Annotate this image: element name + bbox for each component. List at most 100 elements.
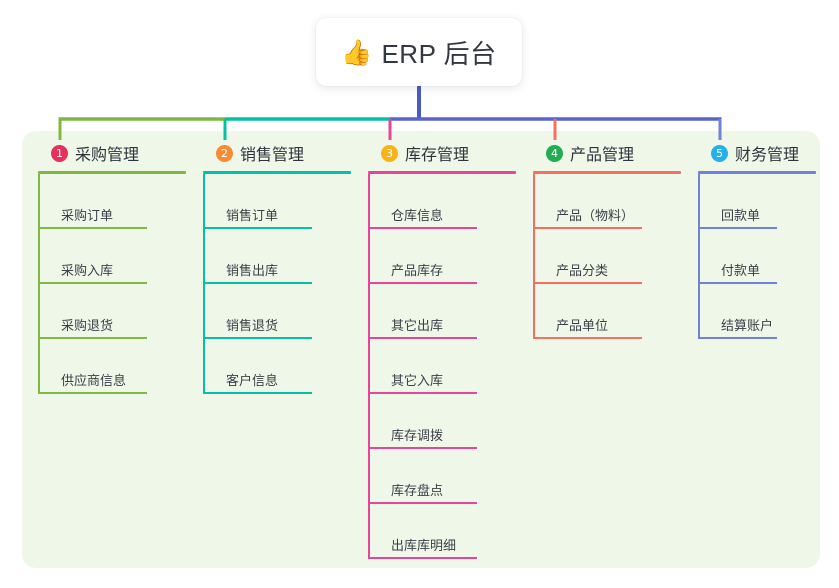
module-submenu: 仓库信息产品库存其它出库其它入库库存调拨库存盘点出库库明细: [368, 174, 516, 559]
submenu-rail: [698, 174, 700, 339]
submenu-item[interactable]: 销售订单: [204, 174, 351, 229]
submenu-item-label: 客户信息: [226, 373, 279, 388]
submenu-item-underline: [369, 337, 477, 339]
submenu-rail: [38, 174, 40, 394]
submenu-item-label: 仓库信息: [391, 208, 444, 223]
submenu-item[interactable]: 客户信息: [204, 339, 351, 394]
submenu-item[interactable]: 销售退货: [204, 284, 351, 339]
module-header-4[interactable]: 4 产品管理: [533, 140, 681, 166]
module-header-2[interactable]: 2 销售管理: [203, 140, 351, 166]
submenu-item-label: 出库库明细: [391, 538, 457, 553]
submenu-item-underline: [699, 227, 777, 229]
submenu-item-label: 产品库存: [391, 263, 444, 278]
submenu-item[interactable]: 其它出库: [369, 284, 516, 339]
submenu-item-label: 采购订单: [61, 208, 114, 223]
module-title: 库存管理: [405, 147, 470, 164]
submenu-item-underline: [699, 337, 777, 339]
submenu-item-underline: [204, 337, 312, 339]
submenu-item[interactable]: 出库库明细: [369, 504, 516, 559]
module-header-underline: [698, 171, 816, 174]
submenu-item-underline: [534, 337, 642, 339]
thumbs-up-icon: 👍: [341, 37, 373, 67]
root-node-erp-backend[interactable]: 👍 ERP 后台: [316, 18, 522, 86]
module-title: 产品管理: [570, 147, 635, 164]
submenu-item-label: 采购入库: [61, 263, 114, 278]
submenu-item-label: 产品分类: [556, 263, 609, 278]
submenu-item-underline: [369, 557, 477, 559]
module-header-3[interactable]: 3 库存管理: [368, 140, 516, 166]
submenu-item-label: 回款单: [721, 208, 761, 223]
module-header-underline: [533, 171, 681, 174]
submenu-item-label: 采购退货: [61, 318, 114, 333]
module-column-1: 1 采购管理采购订单采购入库采购退货供应商信息: [38, 140, 186, 394]
module-number-badge: 5: [711, 144, 728, 162]
submenu-item[interactable]: 产品单位: [534, 284, 681, 339]
module-submenu: 产品（物料） 产品分类产品单位: [533, 174, 681, 339]
erp-modules-panel: [22, 131, 820, 568]
submenu-item-underline: [534, 227, 642, 229]
module-header-underline: [368, 171, 516, 174]
submenu-rail: [368, 174, 370, 559]
submenu-item-underline: [534, 282, 642, 284]
submenu-item-label: 产品（物料）: [556, 208, 635, 223]
submenu-item[interactable]: 采购退货: [39, 284, 186, 339]
submenu-item-label: 销售出库: [226, 263, 279, 278]
module-column-3: 3 库存管理仓库信息产品库存其它出库其它入库库存调拨库存盘点出库库明细: [368, 140, 516, 559]
submenu-item[interactable]: 付款单: [699, 229, 816, 284]
submenu-item[interactable]: 产品（物料）: [534, 174, 681, 229]
submenu-item[interactable]: 产品库存: [369, 229, 516, 284]
module-submenu: 销售订单销售出库销售退货客户信息: [203, 174, 351, 394]
submenu-item-underline: [204, 392, 312, 394]
submenu-item[interactable]: 仓库信息: [369, 174, 516, 229]
module-number-badge: 3: [381, 144, 398, 162]
module-number-badge: 1: [51, 144, 68, 162]
submenu-item-underline: [369, 447, 477, 449]
submenu-item[interactable]: 库存盘点: [369, 449, 516, 504]
submenu-item[interactable]: 回款单: [699, 174, 816, 229]
module-submenu: 回款单付款单结算账户: [698, 174, 816, 339]
submenu-item-label: 付款单: [721, 263, 761, 278]
module-submenu: 采购订单采购入库采购退货供应商信息: [38, 174, 186, 394]
module-header-1[interactable]: 1 采购管理: [38, 140, 186, 166]
module-number-badge: 4: [546, 144, 563, 162]
submenu-item[interactable]: 采购入库: [39, 229, 186, 284]
submenu-item-underline: [39, 337, 147, 339]
submenu-item-label: 销售退货: [226, 318, 279, 333]
module-title: 采购管理: [75, 147, 140, 164]
module-title: 销售管理: [240, 147, 305, 164]
module-column-4: 4 产品管理产品（物料） 产品分类产品单位: [533, 140, 681, 339]
submenu-item-underline: [39, 282, 147, 284]
submenu-item-label: 供应商信息: [61, 373, 127, 388]
submenu-item[interactable]: 采购订单: [39, 174, 186, 229]
submenu-item-label: 库存盘点: [391, 483, 444, 498]
submenu-item-label: 库存调拨: [391, 428, 444, 443]
submenu-item[interactable]: 供应商信息: [39, 339, 186, 394]
module-header-underline: [203, 171, 351, 174]
submenu-item[interactable]: 其它入库: [369, 339, 516, 394]
submenu-item[interactable]: 结算账户: [699, 284, 816, 339]
submenu-item-underline: [39, 227, 147, 229]
submenu-item-underline: [204, 282, 312, 284]
page-title: ERP 后台: [381, 38, 497, 69]
submenu-item-underline: [369, 282, 477, 284]
submenu-rail: [533, 174, 535, 339]
submenu-item[interactable]: 库存调拨: [369, 394, 516, 449]
submenu-item[interactable]: 产品分类: [534, 229, 681, 284]
module-number-badge: 2: [216, 144, 233, 162]
submenu-item-label: 其它出库: [391, 318, 444, 333]
submenu-item-underline: [204, 227, 312, 229]
submenu-item-underline: [699, 282, 777, 284]
submenu-item[interactable]: 销售出库: [204, 229, 351, 284]
submenu-item-underline: [39, 392, 147, 394]
submenu-item-label: 产品单位: [556, 318, 609, 333]
submenu-item-underline: [369, 392, 477, 394]
submenu-item-label: 其它入库: [391, 373, 444, 388]
submenu-item-label: 销售订单: [226, 208, 279, 223]
module-column-2: 2 销售管理销售订单销售出库销售退货客户信息: [203, 140, 351, 394]
submenu-item-label: 结算账户: [721, 318, 774, 333]
submenu-item-underline: [369, 227, 477, 229]
submenu-item-underline: [369, 502, 477, 504]
